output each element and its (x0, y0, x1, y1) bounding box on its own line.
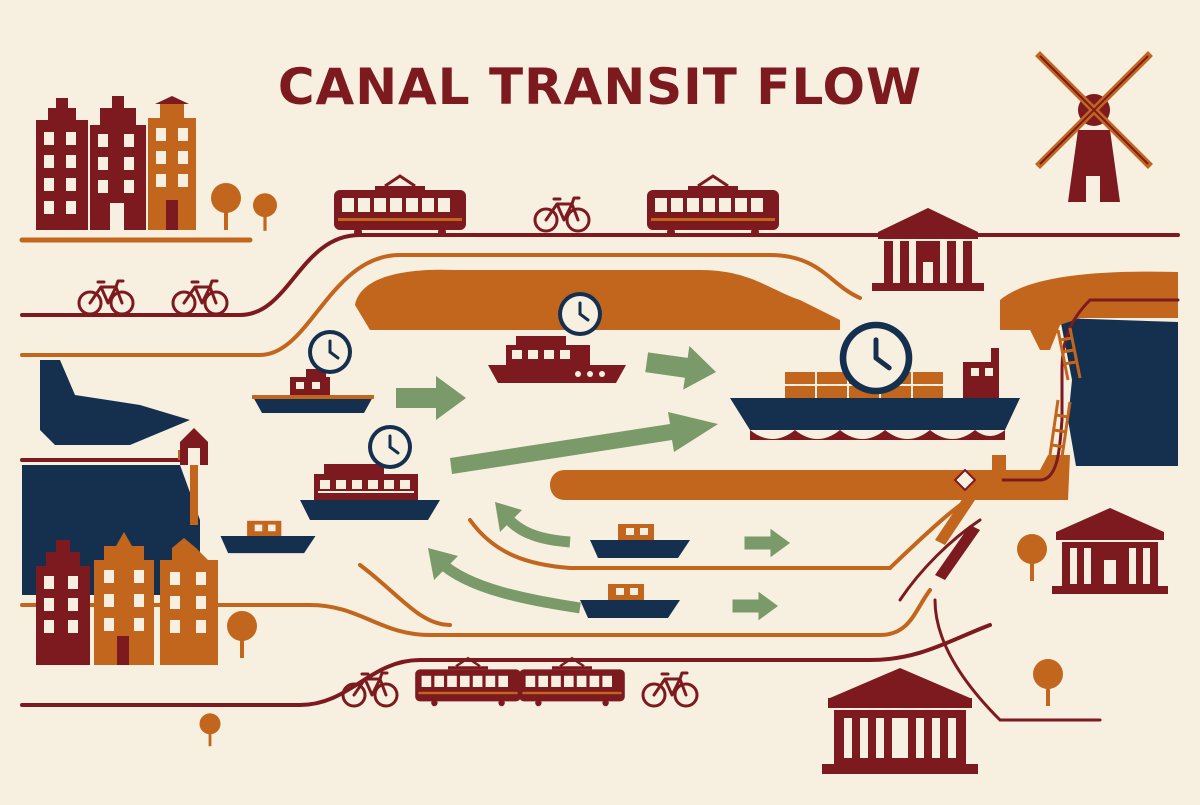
road-network (19, 233, 1180, 722)
cargo-ship-icon (730, 348, 1020, 440)
lower-quay (550, 455, 1070, 500)
canal-house-icon (36, 428, 218, 665)
upper-right-quay (1000, 271, 1178, 350)
lock-gate-icon (935, 455, 1006, 580)
boat-icon (220, 334, 690, 618)
upper-quay (355, 269, 840, 330)
ladder-icon (1048, 327, 1082, 458)
museum-icon (822, 208, 1168, 774)
right-harbor-water (1060, 318, 1178, 466)
flow-arrow-icon (396, 340, 790, 621)
canal-house-icon (36, 96, 196, 230)
diagram-title: CANAL TRANSIT FLOW (278, 58, 922, 116)
windmill-icon (1035, 51, 1153, 202)
left-water-inlet (40, 360, 190, 445)
